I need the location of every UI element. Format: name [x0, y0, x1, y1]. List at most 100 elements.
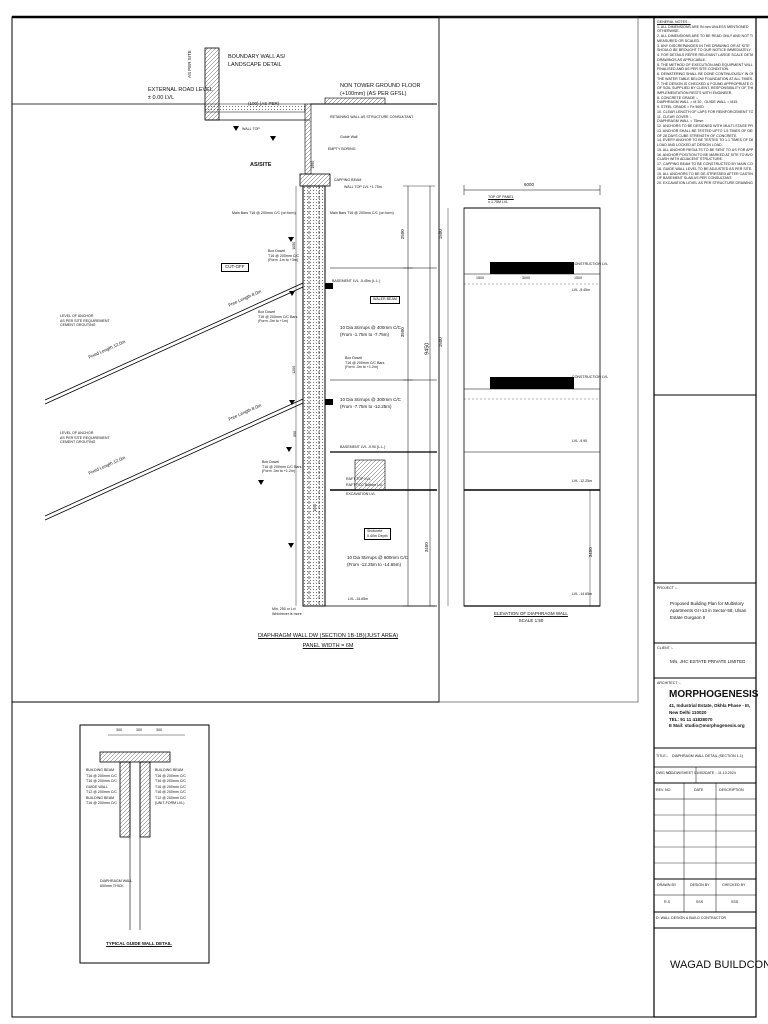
architect-email: E Mail: studio@morphogenesis.org	[669, 723, 745, 729]
top-level-tag: (100) (AS PER)	[248, 101, 280, 106]
elevation-caption-scale: SCALE 1:50	[518, 617, 544, 623]
elevation-top-note: TOP OF PANEL ± 1.75M LVL	[488, 195, 514, 204]
general-note-line: 19. ALL ANCHORS TO BE DE-STRESSED AFTER …	[657, 171, 753, 176]
box-dowel-3: Box Dowel T16 @ 200mm C/C Bars (Form -3m…	[345, 356, 385, 370]
architect-address: 41, Industrial Estate, Okhla Phase - III…	[669, 703, 750, 730]
dim-1050-b: 1050	[313, 503, 318, 512]
box-dowel-4: Box Dowel T16 @ 200mm C/C Bars (Form -3m…	[262, 460, 302, 474]
guide-wall-right-5: T16 @ 200mm C/C	[155, 790, 187, 795]
dwg-no-value: CC/DW/SHEET 01/002	[668, 771, 706, 775]
external-road-level: EXTERNAL ROAD LEVEL ± 0.00 LVL	[148, 87, 213, 101]
box-dowel-3-line1: Box Dowel	[345, 356, 363, 360]
elevation-caption: ELEVATION OF DIAPHRAGM WALL SCALE 1:50	[494, 611, 568, 623]
checked-by-header: CHECKED BY	[722, 883, 746, 887]
general-note-line: 2. ALL DIMENSIONS ARE TO BE READ ONLY AN…	[657, 34, 753, 39]
guide-wall-left-1: BUILDING BEAM	[86, 768, 115, 772]
client-label: CLIENT :-	[657, 646, 673, 650]
box-dowel-2-line2: T16 @ 200mm C/C Bars	[258, 314, 298, 319]
box-dowel-2-line1: Box Dowel	[258, 310, 276, 314]
architect-label: ARCHITECT :-	[657, 681, 681, 685]
guide-wall-left-6: BUILDING BEAM	[86, 795, 115, 800]
general-note-line: FINALISED AND AS PER SITE CONDITION.	[657, 67, 730, 72]
stirrups-2-range: (From -7.75m to -12.25m)	[340, 403, 392, 409]
cut-off-tag: CUT-OFF	[221, 263, 249, 272]
wall-top-level: WALL TOP LVL +1.75m	[344, 185, 382, 189]
guide-wall-right-7: (UNIT-FORM LVL)	[155, 801, 185, 806]
shotcrete-tag: Shotcrete 0.40m Depth	[364, 528, 391, 541]
min-depth-note-line2: Whichever is more	[272, 611, 302, 616]
non-tower-ground-floor: NON TOWER GROUND FLOOR (+100mm) (AS PER …	[340, 83, 420, 97]
min-depth-note: Min. 250 or Lvl Whichever is more	[272, 607, 302, 616]
elevation-left-dim-2: 1500	[437, 337, 443, 348]
elevation-caption-title: ELEVATION OF DIAPHRAGM WALL	[494, 611, 568, 616]
checked-by-value: SSS	[731, 900, 739, 904]
general-note-line: 14. EVERY ANCHOR TO BE TESTED TO 1.1 TIM…	[657, 138, 753, 143]
waler-tag: WALER BEAM	[370, 296, 400, 304]
section-caption-title: DIAPHRAGM WALL DW (SECTION 1B-1B)(JUST A…	[258, 633, 399, 639]
as-site-label: AS/SITE	[250, 162, 272, 168]
project-line1: Proposed Building Plan for Multistory	[670, 601, 744, 606]
project-label: PROJECT :-	[657, 586, 677, 590]
general-note-line: 15. ALL ANCHOR RESULTS TO BE SENT TO US …	[657, 147, 753, 152]
box-dowel-3-line2: T16 @ 200mm C/C Bars	[345, 360, 385, 365]
rev-description-header: DESCRIPTION	[719, 788, 744, 792]
dim-850: 850	[293, 430, 298, 437]
guide-wall-right-6: T12 @ 200mm C/C	[155, 795, 187, 800]
box-dowel-4-line3: (Form -3m to +1.2m)	[262, 469, 296, 474]
guide-wall-labels-left: BUILDING BEAM T16 @ 200mm C/C T16 @ 200m…	[86, 768, 117, 807]
guide-wall-bottom-note-line2: 600mm THICK	[100, 883, 124, 888]
general-note-line: MEASURED OR SCALED.	[657, 38, 701, 43]
raft-pcc-note: RAFT PCC Bottom Lvl	[346, 483, 382, 487]
guide-wall-right-4: T16 @ 200mm C/C	[155, 784, 187, 789]
general-note-line: OF BASEMENT SLAB AS PER CONSULTANT.	[657, 176, 733, 181]
box-dowel-3-line3: (Form -3m to +1.2m)	[345, 365, 379, 370]
general-note-line: 20. EXCAVATION LEVEL AS PER STRUCTURE DR…	[657, 180, 753, 185]
general-note-line: 5. THE METHOD OF EXECUTION AND EQUIPMENT…	[657, 62, 753, 67]
dim-3450: 3450	[423, 542, 429, 553]
external-road-level-label: EXTERNAL ROAD LEVEL	[148, 87, 213, 93]
general-note-line: 10. CLEAR LENGTH OF LAPS FOR REINFORCEME…	[657, 109, 753, 114]
elevation-row-label-1: 1500	[476, 276, 484, 280]
anchor-note-2-line1: LEVEL OF ANCHOR	[60, 431, 94, 435]
stirrups-3: 10 Dia Stirrups @ 600mm C/C (From -12.25…	[347, 555, 408, 567]
box-dowel-1-line2: T16 @ 200mm C/C	[268, 253, 300, 258]
date-label: DATE :-	[705, 771, 718, 775]
general-note-line: 4. FOR DETAILS REFER RELEVANT LARGE SCAL…	[657, 53, 753, 58]
elevation-top-note-line1: TOP OF PANEL	[488, 195, 514, 199]
general-note-line: 8. CONCRETE GRADE :-	[657, 95, 699, 100]
general-notes-list: 1. ALL DIMENSIONS ARE IN mm UNLESS MENTI…	[657, 25, 753, 186]
contractor-name: WAGAD BUILDCON	[670, 959, 768, 971]
guide-wall-dim-2: 300	[136, 728, 142, 732]
guide-wall-left-5: T12 @ 200mm C/C	[86, 790, 118, 795]
box-dowel-4-line2: T16 @ 200mm C/C Bars	[262, 464, 302, 469]
general-note-line: DIAPHRAGM WALL = 75mm	[657, 119, 704, 124]
anchor-note-1-line3: CEMENT GROUTING	[60, 323, 96, 328]
boundary-wall-note-line2: LANDSCAPE DETAIL	[228, 61, 282, 68]
general-note-line: 18. GUIDE WALL LEVEL TO BE ADJUSTED AS P…	[657, 166, 753, 171]
guide-wall-right-2: T16 @ 200mm C/C	[155, 773, 187, 778]
anchor-note-2: LEVEL OF ANCHOR AS PER SITE REQUIREMENT …	[60, 431, 110, 445]
anchor-note-2-line2: AS PER SITE REQUIREMENT	[60, 435, 110, 440]
guide-wall-bottom-note: DIAPHRAGM WALL 600mm THICK	[100, 879, 133, 888]
stirrups-3-spec: 10 Dia Stirrups @ 600mm C/C	[347, 555, 408, 560]
date-value: 11.10.2024	[718, 771, 736, 775]
architect-phone: TEL: 91 11 41828070	[669, 716, 713, 722]
design-by-value: SSS	[696, 900, 704, 904]
project-description: Proposed Building Plan for Multistory Ap…	[670, 601, 746, 621]
general-note-line: 17. CAPPING BEAM TO BE CONSTRUCTED BY MA…	[657, 162, 753, 167]
dim-2500: 2500	[399, 229, 405, 240]
guide-wall-bottom-note-line1: DIAPHRAGM WALL	[100, 879, 133, 883]
box-dowel-1: Box Dowel T16 @ 200mm C/C (Form -1m to +…	[268, 249, 300, 263]
guide-wall-caption: TYPICAL GUIDE WALL DETAIL	[106, 941, 172, 946]
elevation-level-5: LVL -12.25m	[572, 479, 593, 483]
box-dowel-2: Box Dowel T16 @ 200mm C/C Bars (Form -3m…	[258, 310, 298, 324]
shotcrete-tag-line2: 0.40m Depth	[367, 533, 388, 538]
general-note-line: THE WATER TABLE BELOW FOUNDATION AT ALL …	[657, 76, 753, 81]
raft-top-note: RAFT TOP LVL	[346, 477, 371, 481]
retaining-wall-note: RETAINING WALL AS STRUCTURE CONSULTANT	[330, 115, 414, 119]
stirrups-1-spec: 10 Dia Stirrups @ 400mm C/C	[340, 325, 401, 330]
dim-3500: 3500	[399, 327, 405, 338]
general-note-line: 7. THE DESIGN IS CHECKED & FOUND APPROPR…	[657, 81, 753, 86]
